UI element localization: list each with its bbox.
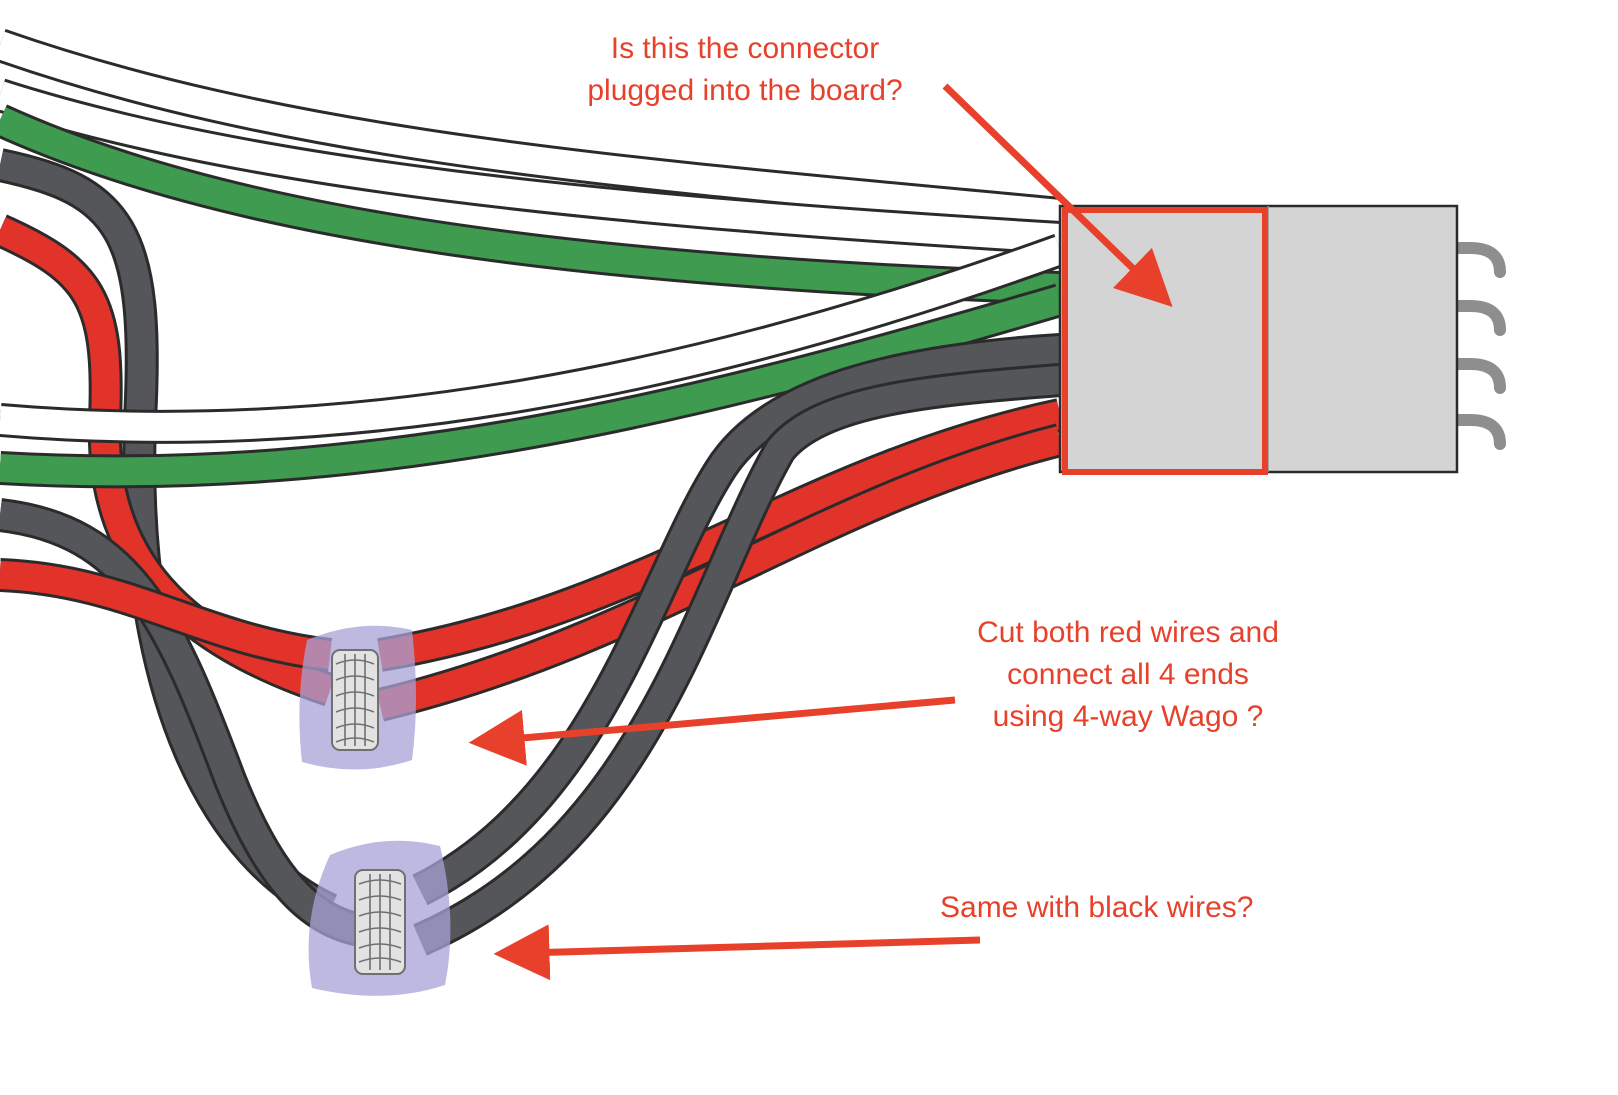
connector-pin (1414, 242, 1506, 278)
green-wire-upper (0, 104, 1061, 305)
white-wire-crossing (0, 234, 1066, 444)
connector-highlight-box (1062, 207, 1268, 475)
black-splice-connector (308, 840, 451, 996)
black-wire-lower-left (0, 498, 364, 947)
red-splice-connector (299, 625, 416, 770)
connector-pin (1414, 300, 1506, 336)
connector-body (1058, 204, 1459, 474)
black-wires-question-note: Same with black wires? (940, 887, 1390, 929)
wire-fill (413, 336, 1061, 903)
note-line: Same with black wires? (940, 891, 1254, 924)
red-wire-lower-left (0, 558, 332, 672)
connector-pin (1414, 358, 1506, 394)
wire-fill (0, 81, 1061, 252)
connector (1058, 204, 1459, 474)
note-line: Is this the connector (610, 32, 880, 65)
red-wires-arrow (468, 696, 956, 766)
red-wires-question-note: Cut both red wires and connect all 4 end… (918, 612, 1338, 738)
black-wire-right-b (413, 363, 1062, 956)
connector-question-note: Is this the connector plugged into the b… (520, 28, 970, 112)
wire-fill (0, 561, 332, 669)
splice-coil-windings (335, 654, 375, 746)
wire-fill (0, 31, 1062, 228)
green-wire-lower (0, 283, 1065, 489)
connector-pin (1414, 414, 1506, 450)
wire-fill (0, 107, 1061, 302)
splice-coil-windings (358, 874, 402, 970)
black-wire-right-a (412, 333, 1062, 906)
note-line: connect all 4 ends (1007, 658, 1249, 691)
connector-pins (1414, 242, 1506, 450)
wire-fill (0, 236, 1065, 441)
white-wire-upper (0, 78, 1062, 255)
wire-bundle (0, 28, 1066, 956)
note-line: plugged into the board? (587, 74, 903, 107)
white-wire-top (0, 28, 1062, 231)
wire-fill (414, 366, 1062, 953)
black-wires-arrow (493, 924, 981, 981)
annotation-arrows (468, 83, 1173, 981)
connector-arrow (942, 83, 1173, 307)
wire-fill (0, 286, 1064, 486)
note-line: Cut both red wires and (977, 616, 1279, 649)
note-line: using 4-way Wago ? (992, 700, 1264, 733)
wire-fill (0, 501, 364, 944)
